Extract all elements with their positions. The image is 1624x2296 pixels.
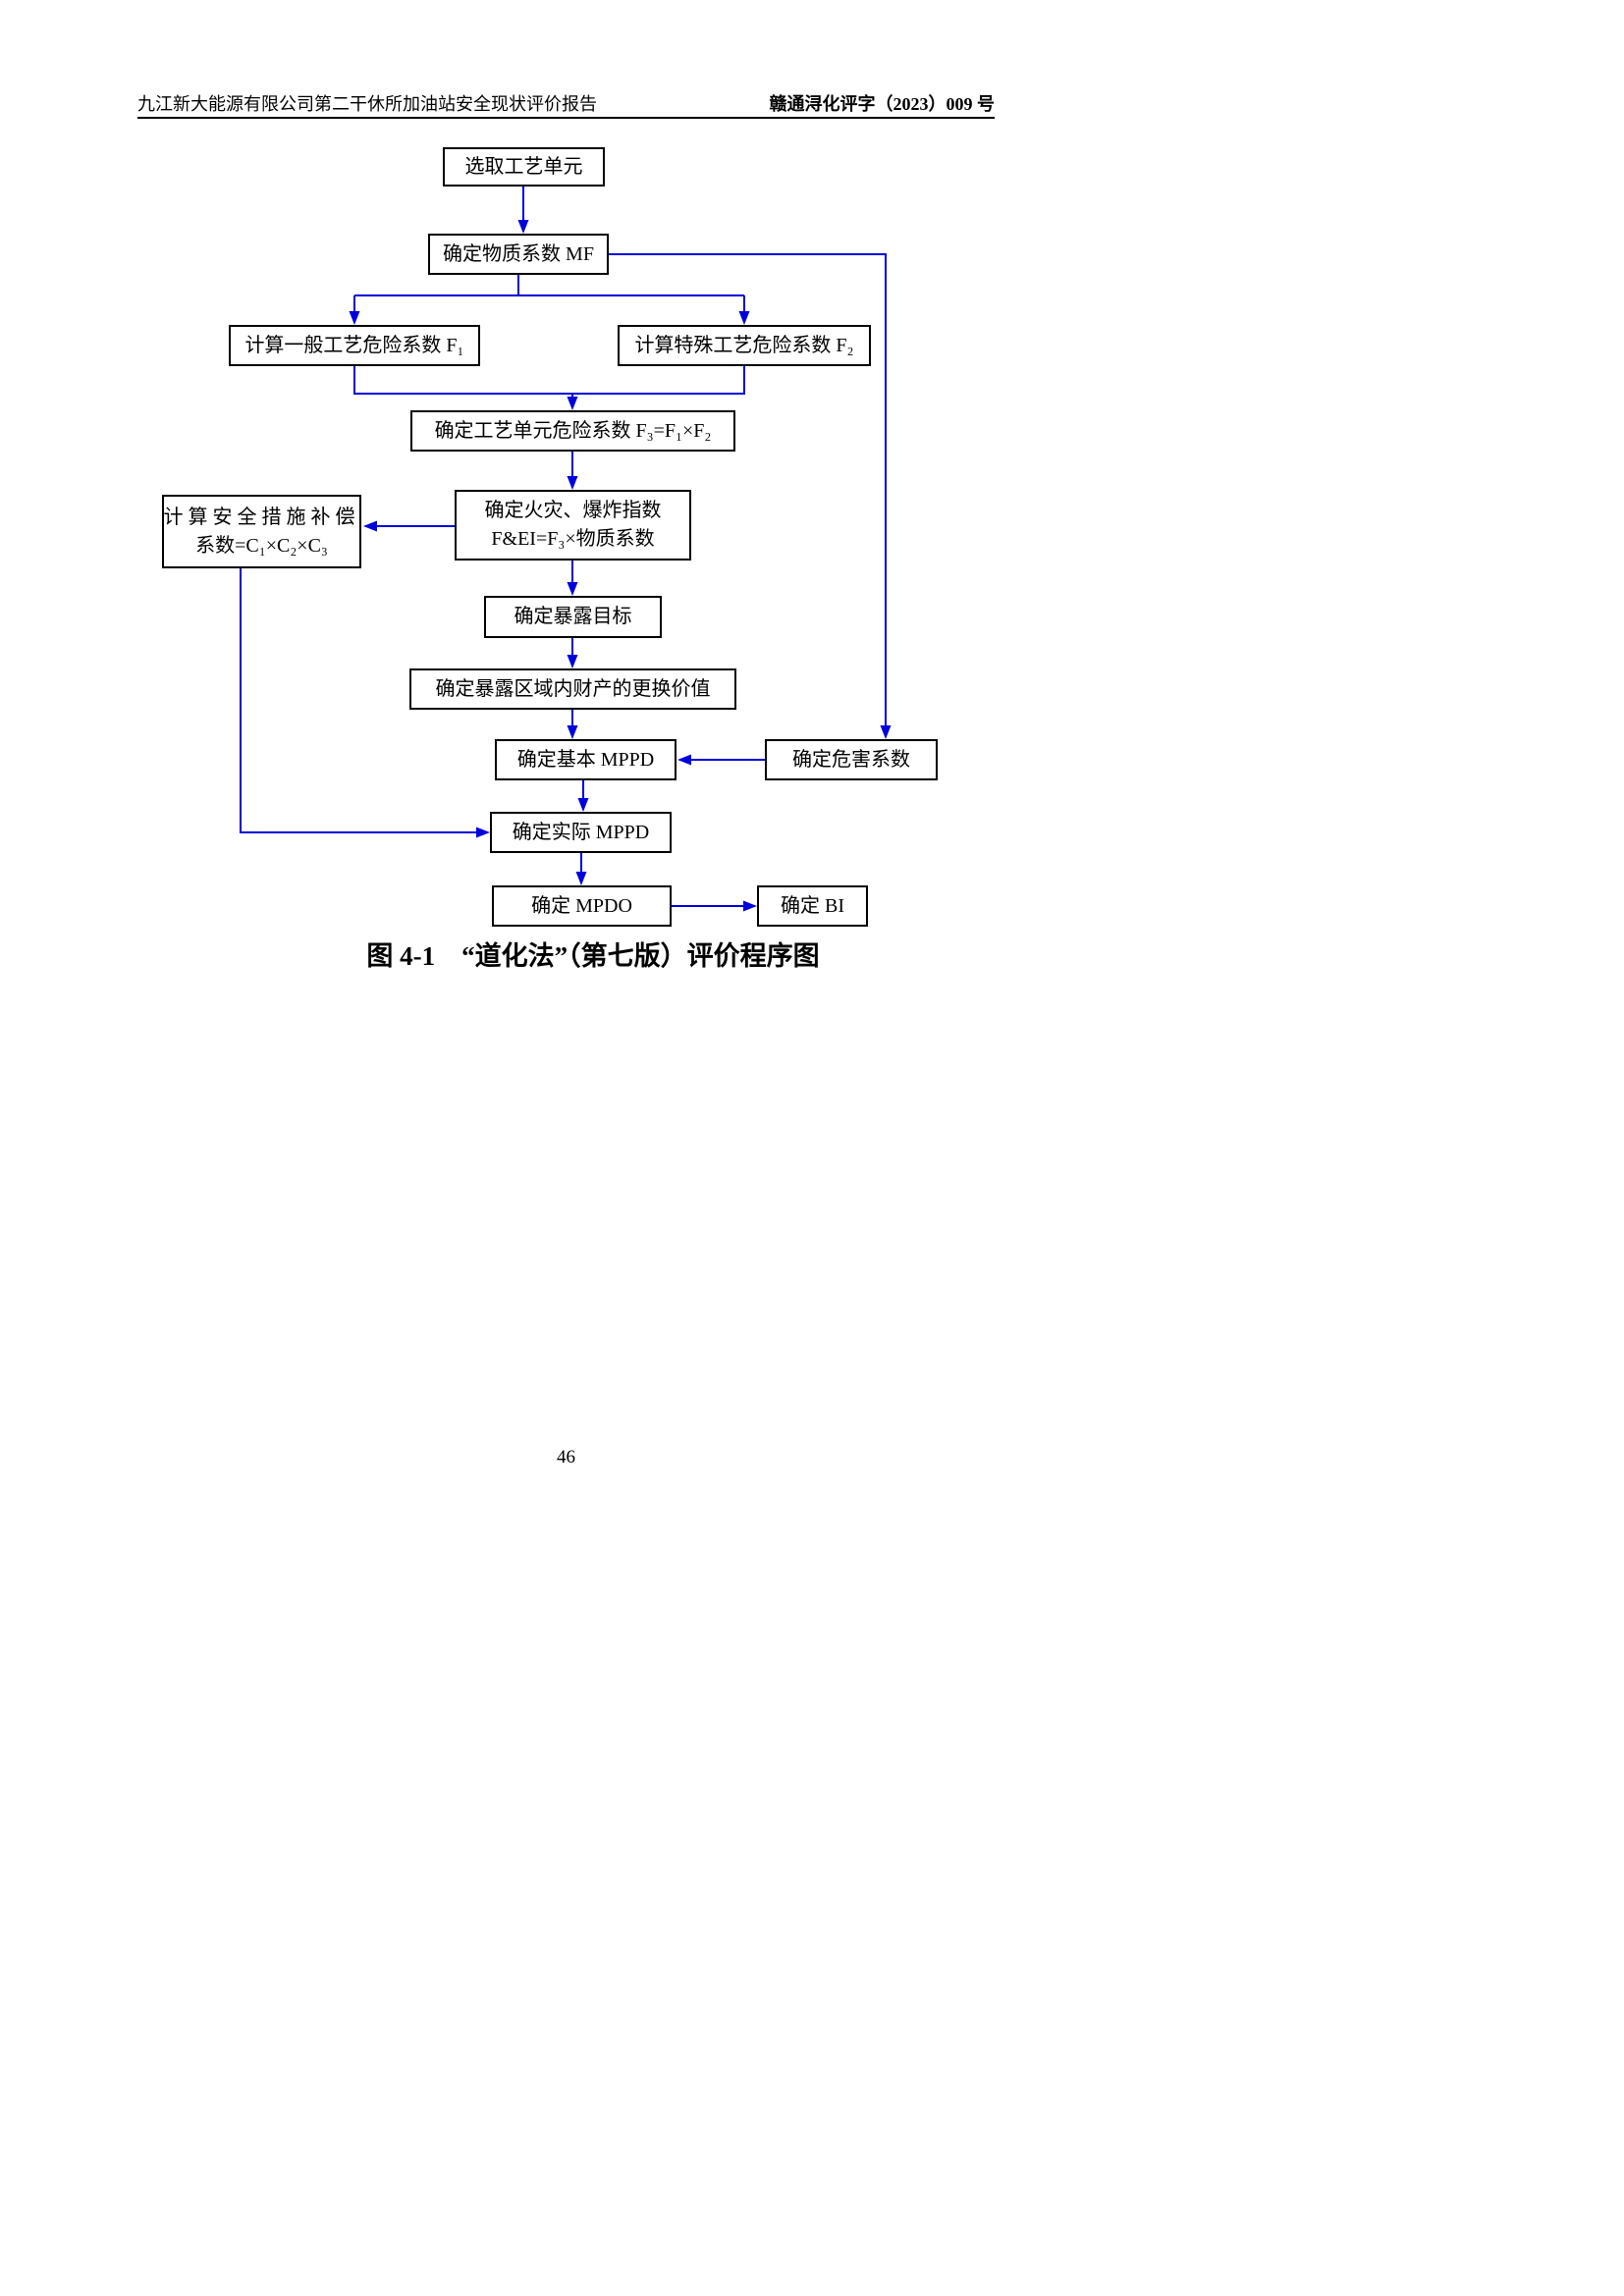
flow-box-actual-mppd-label: 确定实际 MPPD bbox=[512, 821, 650, 843]
flow-box-general-f1: 计算一般工艺危险系数 F₁ bbox=[229, 325, 480, 366]
flow-box-select-unit-label: 选取工艺单元 bbox=[464, 155, 583, 178]
flow-box-hazard-factor: 确定危害系数 bbox=[765, 739, 938, 780]
flow-box-compensation-line2: 系数=C₁×C₂×C₃ bbox=[195, 534, 328, 557]
flowchart-connectors bbox=[240, 187, 892, 912]
flow-box-bi-label: 确定 BI bbox=[781, 894, 844, 917]
edge-material-factor-to-hazard-factor bbox=[609, 253, 892, 739]
flow-box-basic-mppd-label: 确定基本 MPPD bbox=[516, 748, 655, 771]
flow-box-material-factor-label: 确定物质系数 MF bbox=[443, 242, 594, 265]
header-rule bbox=[137, 117, 995, 119]
flow-box-fei: 确定火灾、爆炸指数 F&EI=F₃×物质系数 bbox=[455, 490, 691, 561]
flow-box-replacement-value: 确定暴露区域内财产的更换价值 bbox=[409, 668, 736, 710]
flow-box-special-f2: 计算特殊工艺危险系数 F₂ bbox=[618, 325, 871, 366]
flow-box-general-f1-label: 计算一般工艺危险系数 F₁ bbox=[244, 334, 464, 356]
flow-box-mpdo: 确定 MPDO bbox=[492, 885, 672, 927]
flow-box-compensation: 计算安全措施补偿 系数=C₁×C₂×C₃ bbox=[162, 495, 361, 568]
flow-box-material-factor: 确定物质系数 MF bbox=[428, 234, 609, 275]
flow-box-basic-mppd: 确定基本 MPPD bbox=[495, 739, 677, 780]
flow-box-mpdo-label: 确定 MPDO bbox=[531, 894, 632, 917]
flow-box-fei-line1: 确定火灾、爆炸指数 bbox=[484, 500, 662, 521]
page-number: 46 bbox=[557, 1447, 575, 1468]
figure-caption: 图 4-1 “道化法”（第七版）评价程序图 bbox=[366, 941, 820, 971]
flow-box-actual-mppd: 确定实际 MPPD bbox=[490, 812, 672, 853]
header-doc-number: 赣通浔化评字（2023）009 号 bbox=[769, 94, 996, 114]
flow-box-replacement-value-label: 确定暴露区域内财产的更换价值 bbox=[435, 677, 711, 700]
flow-box-exposure-target: 确定暴露目标 bbox=[484, 596, 662, 638]
header-report-title: 九江新大能源有限公司第二干休所加油站安全现状评价报告 bbox=[137, 94, 597, 114]
flow-box-special-f2-label: 计算特殊工艺危险系数 F₂ bbox=[634, 334, 854, 356]
flow-box-compensation-line1: 计算安全措施补偿 bbox=[163, 506, 360, 528]
flow-box-select-unit: 选取工艺单元 bbox=[443, 147, 605, 187]
flow-box-unit-f3: 确定工艺单元危险系数 F₃=F₁×F₂ bbox=[410, 410, 735, 452]
flow-box-bi: 确定 BI bbox=[757, 885, 868, 927]
flow-box-hazard-factor-label: 确定危害系数 bbox=[792, 748, 910, 771]
flow-box-exposure-target-label: 确定暴露目标 bbox=[514, 606, 632, 627]
merge-line-f1-f2 bbox=[353, 366, 745, 395]
page-header: 九江新大能源有限公司第二干休所加油站安全现状评价报告 赣通浔化评字（2023）0… bbox=[137, 90, 995, 116]
flow-box-fei-line2: F&EI=F₃×物质系数 bbox=[491, 528, 655, 550]
edge-compensation-to-actual-mppd bbox=[240, 568, 490, 838]
flow-box-unit-f3-label: 确定工艺单元危险系数 F₃=F₁×F₂ bbox=[434, 419, 712, 442]
